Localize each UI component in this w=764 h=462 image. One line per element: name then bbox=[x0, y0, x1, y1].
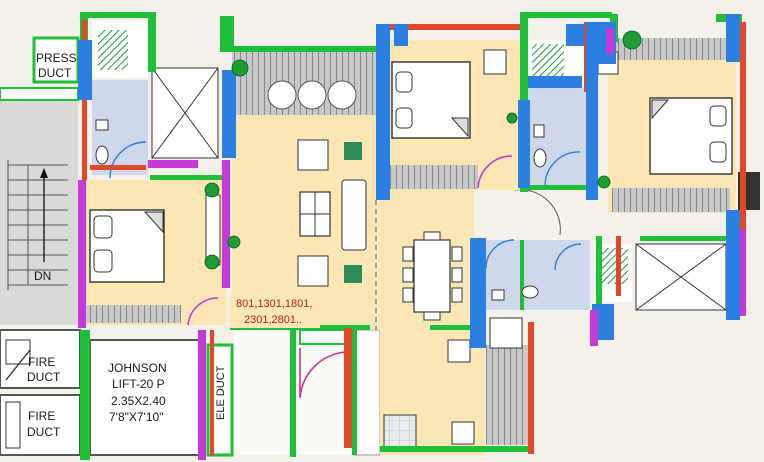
open-terrace-left bbox=[151, 67, 219, 159]
toilet-top-left bbox=[92, 20, 148, 179]
press-duct-label-2: DUCT bbox=[38, 66, 72, 80]
press-duct-label-1: PRESS bbox=[36, 51, 77, 65]
fire-duct-b-label-2: DUCT bbox=[27, 425, 61, 439]
bedroom-left bbox=[86, 180, 226, 326]
walls-blue bbox=[78, 14, 740, 348]
lift-label-2: LIFT-20 P bbox=[112, 377, 165, 391]
open-terrace-right bbox=[635, 243, 727, 311]
toilet-middle bbox=[528, 40, 586, 188]
walls-magenta bbox=[78, 28, 746, 346]
lift-label-1: JOHNSON bbox=[108, 361, 167, 375]
living-room bbox=[232, 50, 377, 330]
press-duct bbox=[0, 36, 80, 101]
ele-duct-label: ELE DUCT bbox=[215, 365, 227, 420]
fire-duct-a-label-2: DUCT bbox=[27, 370, 61, 384]
bedroom-middle bbox=[388, 40, 520, 190]
staircase bbox=[0, 100, 78, 325]
plant-icons bbox=[204, 30, 642, 270]
fire-duct-a-label-1: FIRE bbox=[28, 355, 55, 369]
dining-area bbox=[378, 189, 561, 330]
toilet-bottom-right bbox=[485, 239, 632, 310]
lift-label-4: 7'8"X7'10" bbox=[109, 410, 163, 424]
unit-numbers-line-1: 801,1301,1801, bbox=[236, 298, 312, 310]
fire-duct-b-label-1: FIRE bbox=[28, 409, 55, 423]
lift-label-3: 2.35X2.40 bbox=[111, 394, 166, 408]
kitchen bbox=[380, 317, 528, 455]
unit-numbers-callout bbox=[230, 294, 320, 328]
lift-shaft bbox=[80, 330, 206, 460]
lobby bbox=[234, 329, 381, 456]
unit-numbers-line-2: 2301,2801.. bbox=[244, 314, 302, 326]
dn-label: DN bbox=[34, 269, 51, 283]
bedroom-right bbox=[597, 38, 760, 213]
